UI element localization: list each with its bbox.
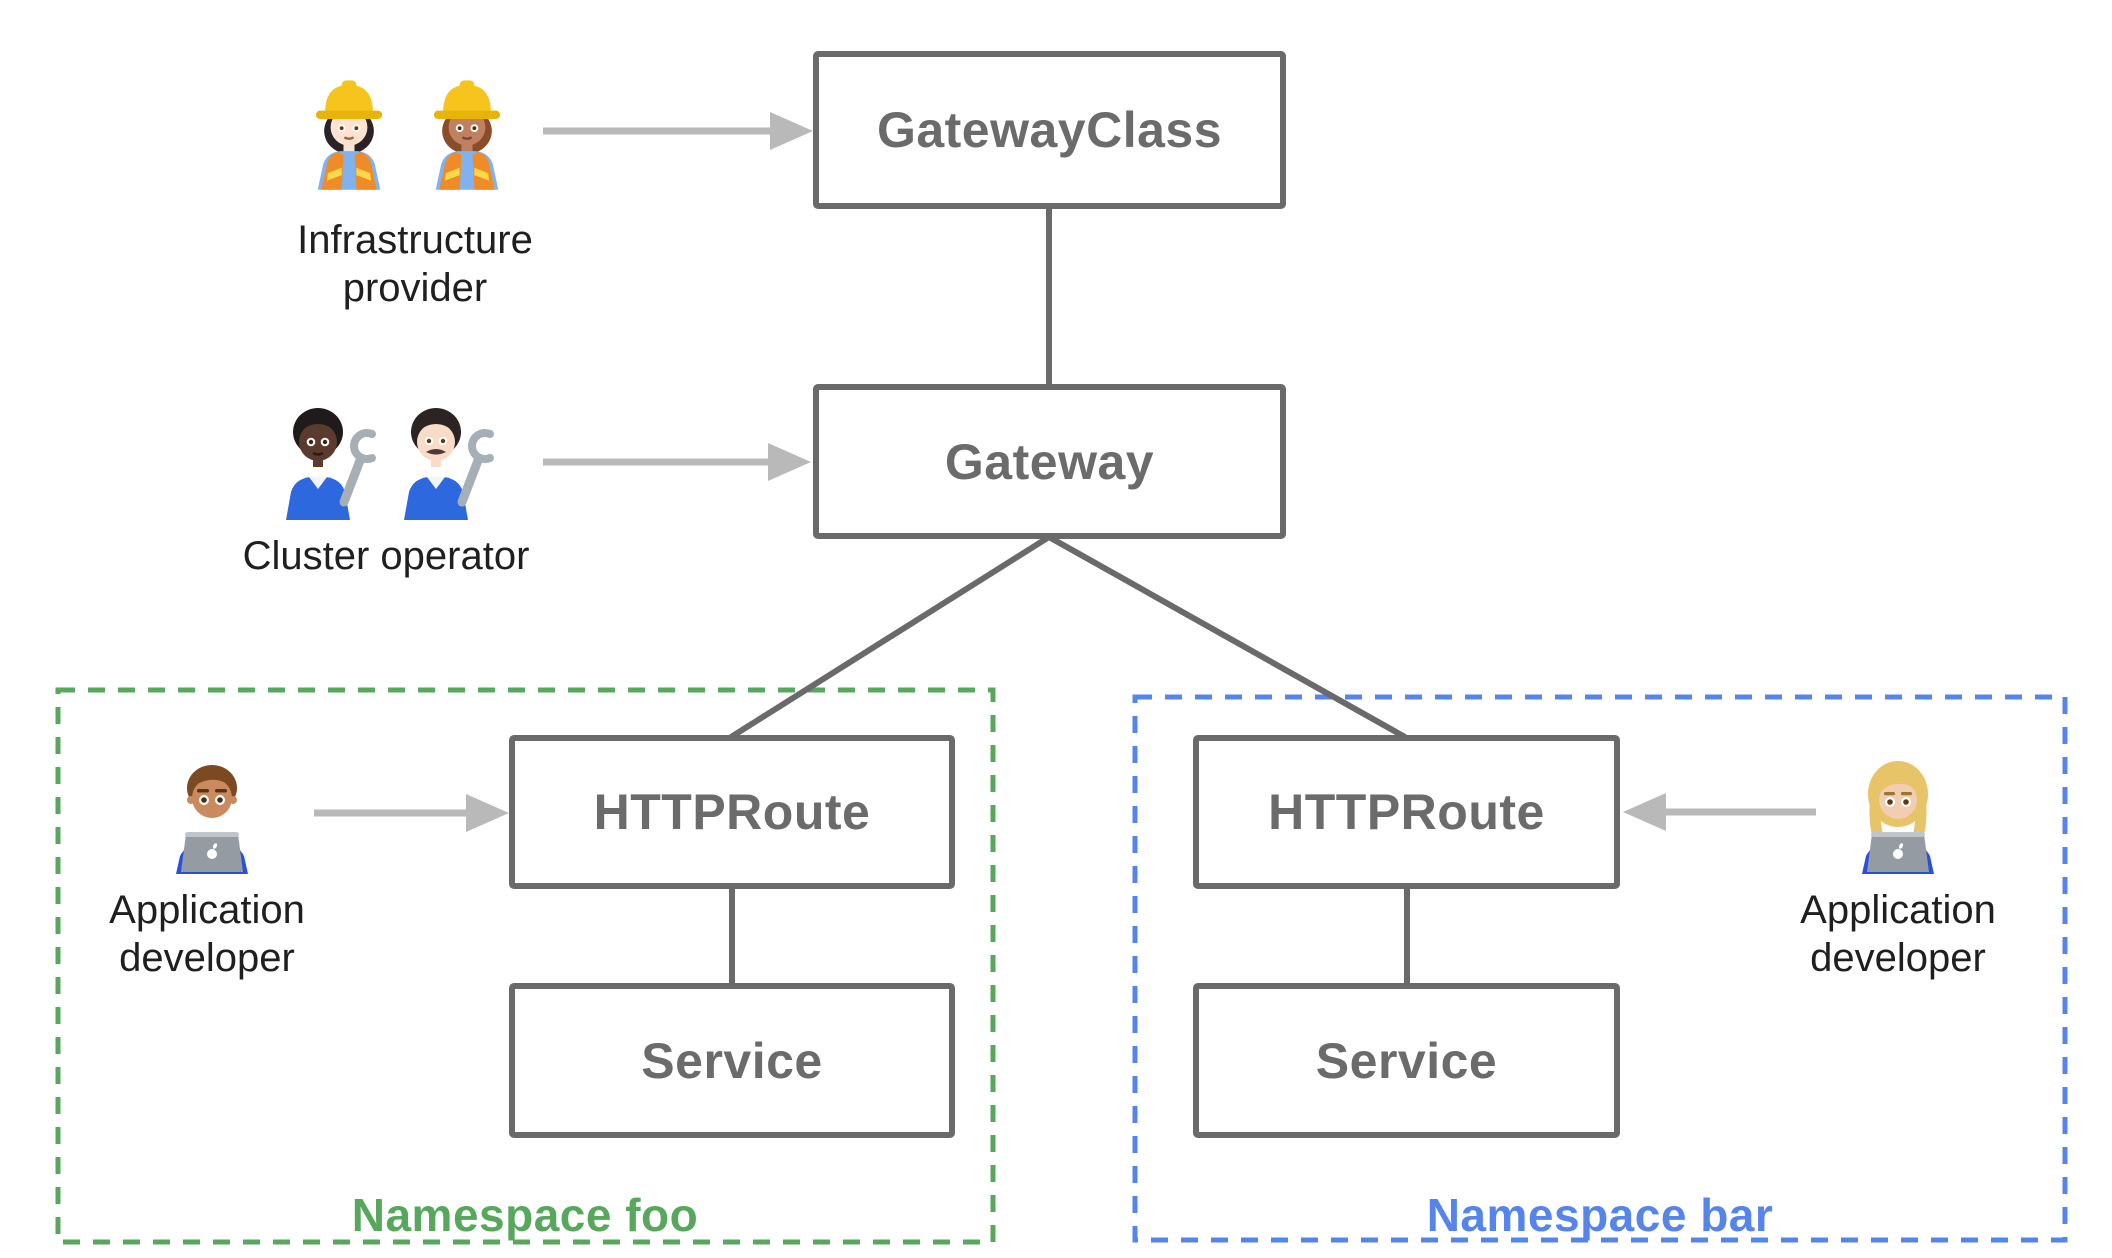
arrow-dev-to-httproute-foo	[466, 794, 509, 832]
actor-arrows	[314, 112, 1816, 832]
namespace-bar-boundary	[1132, 694, 2068, 1243]
node-service-bar: Service	[1193, 983, 1620, 1138]
cluster-operator-label: Cluster operator	[242, 534, 530, 578]
node-service-foo-label: Service	[641, 1032, 823, 1089]
man-mechanic-light-icon	[404, 408, 494, 520]
man-technologist-icon	[176, 765, 248, 874]
application-developer-bar-label: Application developer	[1800, 888, 1996, 980]
node-service-foo: Service	[509, 983, 955, 1138]
namespace-bar-label: Namespace bar	[1426, 1189, 1774, 1241]
node-service-bar-label: Service	[1315, 1032, 1498, 1089]
arrow-infra-to-gatewayclass	[770, 112, 813, 150]
woman-technologist-icon	[1862, 761, 1934, 874]
woman-construction-worker-light-icon	[315, 80, 383, 190]
woman-construction-worker-medium-icon	[433, 80, 501, 190]
node-httproute-foo: HTTPRoute	[509, 735, 955, 889]
application-developer-foo-label: Application developer	[109, 888, 305, 980]
arrow-dev-to-httproute-bar	[1623, 793, 1666, 831]
edge-gateway-httproute-foo	[729, 534, 1051, 740]
edge-gateway-httproute-bar	[1047, 534, 1407, 740]
person-mechanic-dark-icon	[286, 408, 376, 520]
infrastructure-provider-label: Infrastructure provider	[297, 218, 533, 310]
namespace-foo-label: Namespace foo	[351, 1189, 699, 1241]
arrow-cluster-to-gateway	[768, 443, 811, 481]
node-gatewayclass: GatewayClass	[813, 51, 1286, 209]
node-gateway: Gateway	[813, 384, 1286, 539]
node-httproute-bar-label: HTTPRoute	[1268, 784, 1545, 840]
node-gatewayclass-label: GatewayClass	[876, 102, 1223, 158]
node-httproute-foo-label: HTTPRoute	[593, 784, 871, 840]
node-httproute-bar: HTTPRoute	[1193, 735, 1620, 889]
namespace-foo-boundary	[55, 687, 996, 1245]
node-gateway-label: Gateway	[944, 433, 1155, 490]
relationship-lines	[729, 209, 1410, 983]
